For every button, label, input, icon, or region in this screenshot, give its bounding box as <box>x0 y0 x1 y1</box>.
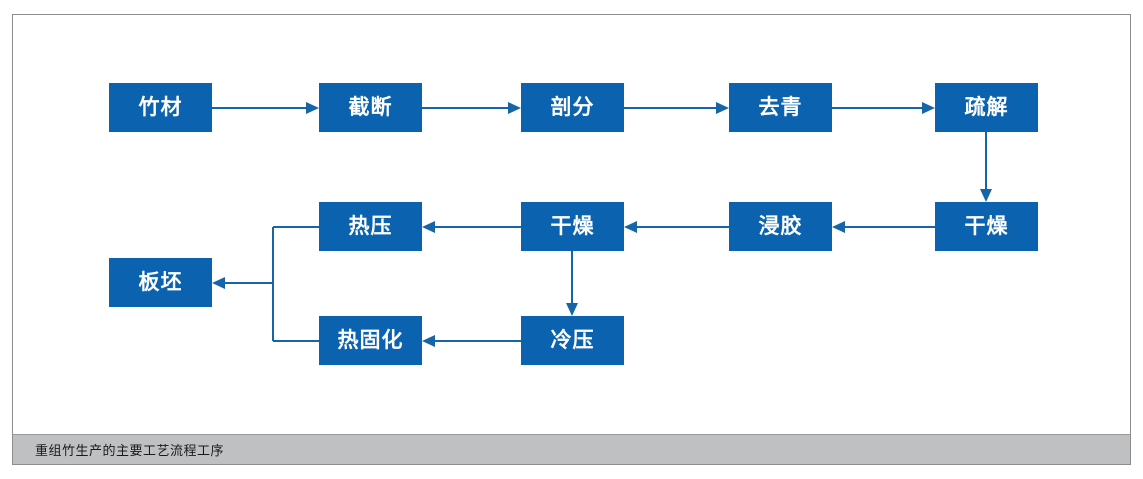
node-drying-2[interactable]: 干燥 <box>521 202 624 251</box>
edge-defibrate-to-dry <box>980 132 992 202</box>
node-cutting[interactable]: 截断 <box>319 83 422 132</box>
node-glue-dipping[interactable]: 浸胶 <box>729 202 832 251</box>
edge-dry-to-glue <box>832 221 935 233</box>
node-degreening[interactable]: 去青 <box>729 83 832 132</box>
node-hot-pressing[interactable]: 热压 <box>319 202 422 251</box>
node-bamboo[interactable]: 竹材 <box>109 83 212 132</box>
edge-dry2-to-hotpress <box>422 221 521 233</box>
edge-glue-to-dry2 <box>624 221 729 233</box>
edge-merge-to-slab <box>212 226 319 342</box>
edge-coldpress-to-thermoset <box>422 335 521 347</box>
edge-dry2-to-coldpress <box>566 251 578 316</box>
figure-caption-text: 重组竹生产的主要工艺流程工序 <box>35 444 225 459</box>
node-thermosetting[interactable]: 热固化 <box>319 316 422 365</box>
node-splitting[interactable]: 剖分 <box>521 83 624 132</box>
edge-degreen-to-defibrate <box>832 102 935 114</box>
edge-bamboo-to-cut <box>212 102 319 114</box>
node-drying-1[interactable]: 干燥 <box>935 202 1038 251</box>
edge-split-to-degreen <box>624 102 729 114</box>
node-slab[interactable]: 板坯 <box>109 258 212 307</box>
node-cold-pressing[interactable]: 冷压 <box>521 316 624 365</box>
edge-cut-to-split <box>422 102 521 114</box>
figure-caption-bar: 重组竹生产的主要工艺流程工序 <box>13 434 1130 465</box>
node-defibrating[interactable]: 疏解 <box>935 83 1038 132</box>
